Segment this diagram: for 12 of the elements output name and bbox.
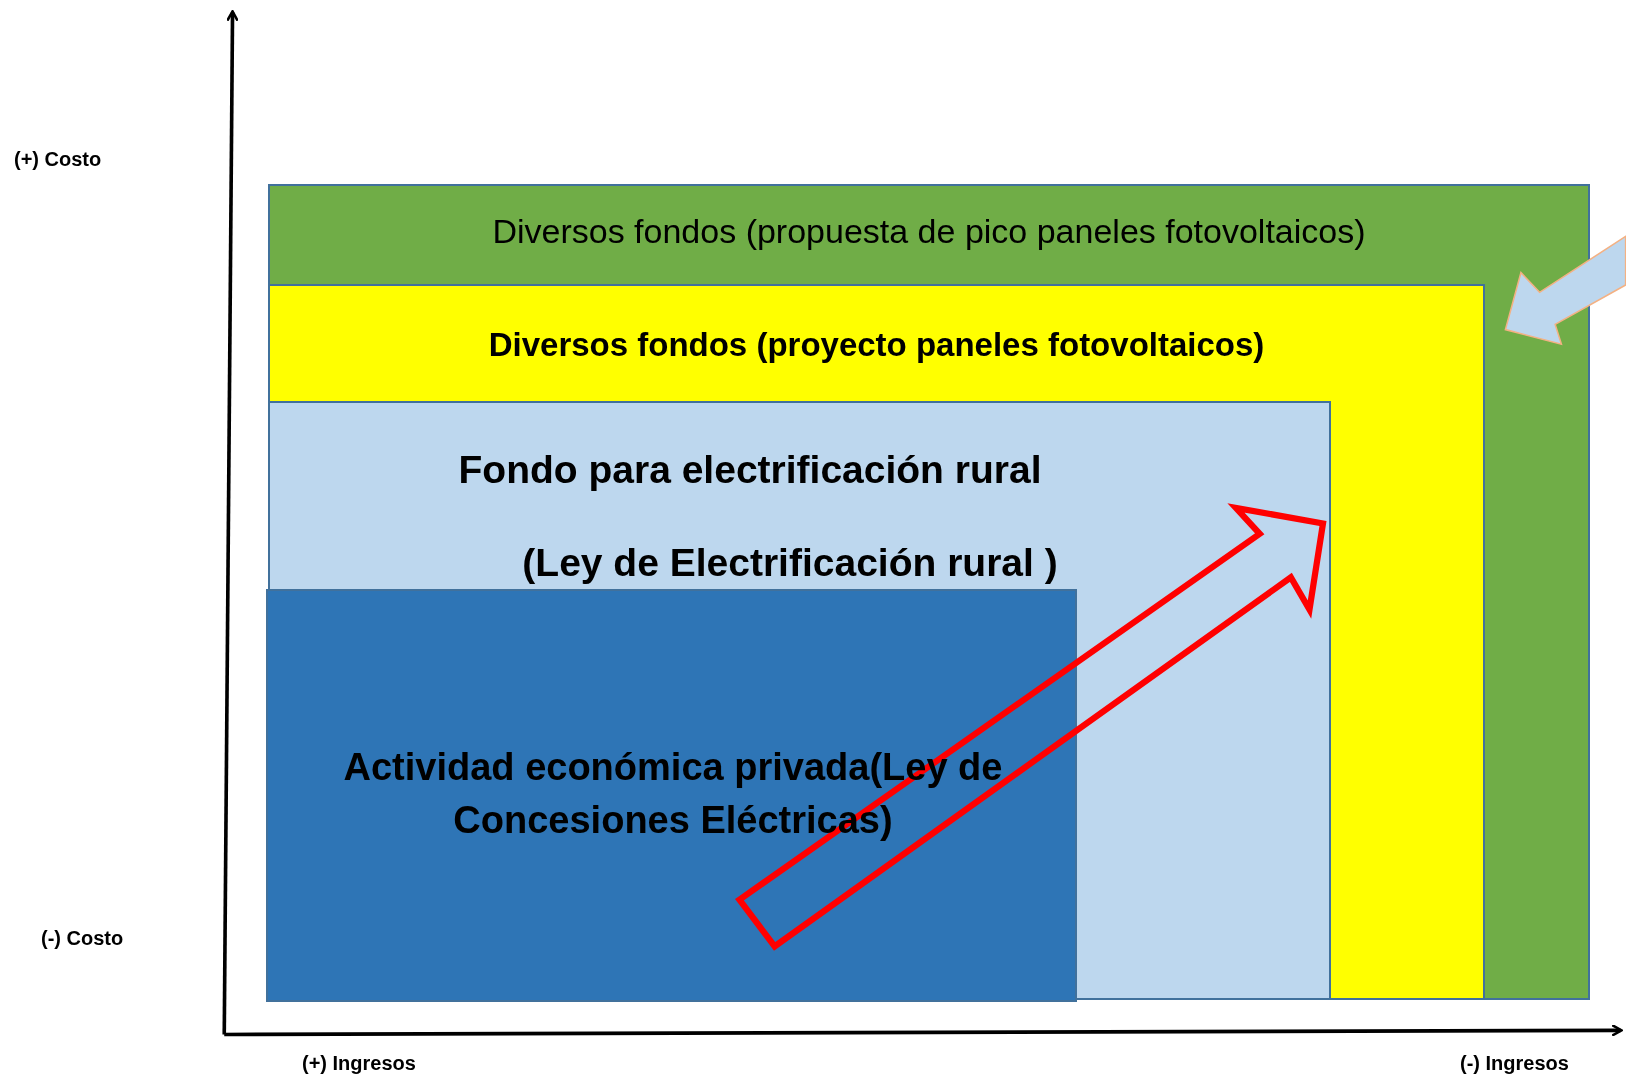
axis-label: (+) Ingresos bbox=[302, 1052, 416, 1075]
panel-text: Diversos fondos (propuesta de pico paneles fotovoltaicos) bbox=[491, 211, 1367, 252]
panel-text: Diversos fondos (proyecto paneles fotovoltaicos) bbox=[487, 325, 1266, 365]
funding-panel bbox=[268, 401, 1331, 1000]
activity-panel bbox=[266, 589, 1077, 1002]
axis-label: (-) Costo bbox=[41, 927, 124, 950]
funding-panel bbox=[268, 284, 1485, 1000]
axis-label: (+) Costo bbox=[14, 148, 102, 171]
panel-text: (Ley de Electrificación rural ) bbox=[521, 540, 1059, 586]
axis-label: (-) Ingresos bbox=[1460, 1052, 1569, 1075]
funding-panel bbox=[268, 184, 1590, 1000]
panel-text: Fondo para electrificación rural bbox=[457, 447, 1043, 493]
